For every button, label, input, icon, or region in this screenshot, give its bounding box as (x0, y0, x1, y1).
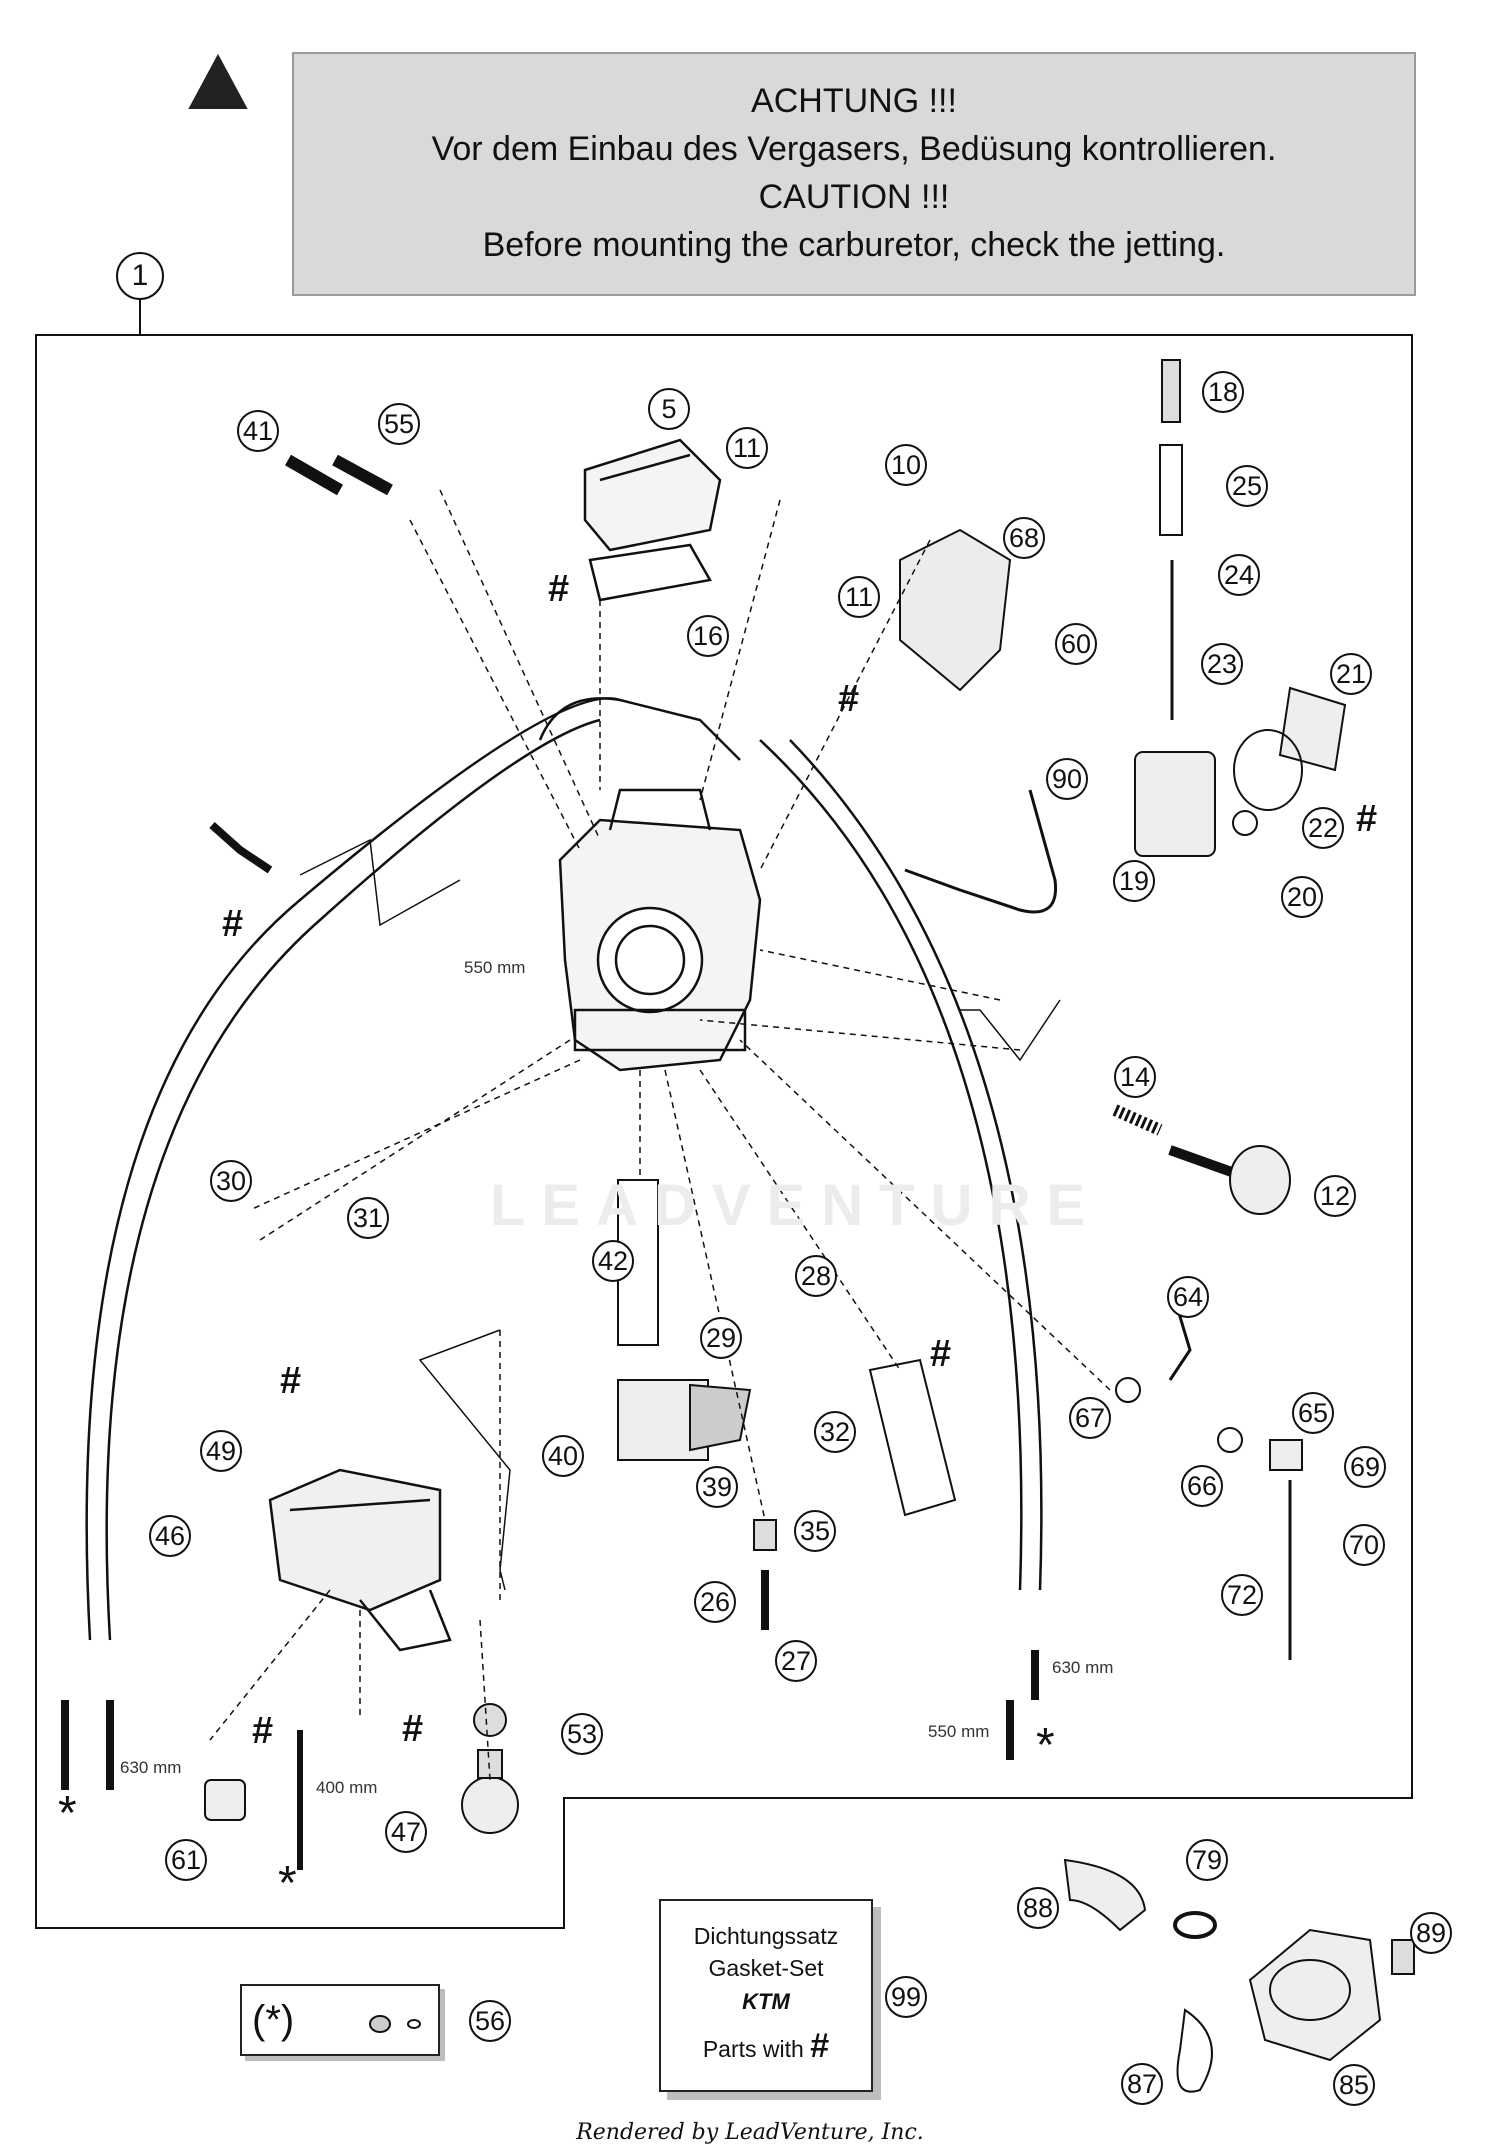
gasket-marker: # (930, 1333, 952, 1375)
callout-69[interactable]: 69 (1344, 1446, 1386, 1488)
callout-25[interactable]: 25 (1226, 465, 1268, 507)
callout-11[interactable]: 11 (726, 427, 768, 469)
callout-68[interactable]: 68 (1003, 517, 1045, 559)
hose-kit-marker: * (58, 1787, 77, 1840)
callout-66[interactable]: 66 (1181, 1465, 1223, 1507)
callout-79[interactable]: 79 (1186, 1839, 1228, 1881)
callout-23[interactable]: 23 (1201, 643, 1243, 685)
callout-26[interactable]: 26 (694, 1581, 736, 1623)
top-cover (583, 438, 722, 602)
callout-20[interactable]: 20 (1281, 876, 1323, 918)
callout-41[interactable]: 41 (237, 410, 279, 452)
callout-18[interactable]: 18 (1202, 371, 1244, 413)
brand-logo: KTM (742, 1989, 790, 2014)
pump-cover (461, 1776, 519, 1834)
warning-de-title: ACHTUNG !!! (751, 82, 957, 120)
callout-65[interactable]: 65 (1292, 1392, 1334, 1434)
callout-64[interactable]: 64 (1167, 1276, 1209, 1318)
warning-box: ACHTUNG !!! Vor dem Einbau des Vergasers… (292, 52, 1416, 296)
gasket-marker: # (402, 1708, 424, 1750)
callout-14[interactable]: 14 (1114, 1056, 1156, 1098)
hose-kit-box: (*) (240, 1984, 440, 2056)
gasket-marker: # (548, 568, 570, 610)
hose-length-label: 550 mm (464, 958, 526, 977)
callout-90[interactable]: 90 (1046, 758, 1088, 800)
pump-housing (1134, 751, 1216, 857)
callout-85[interactable]: 85 (1333, 2064, 1375, 2106)
hose-length-label: 630 mm (120, 1758, 182, 1777)
callout-47[interactable]: 47 (385, 1811, 427, 1853)
callout-29[interactable]: 29 (700, 1317, 742, 1359)
callout-60[interactable]: 60 (1055, 623, 1097, 665)
carburetor-body (538, 697, 762, 1072)
callout-72[interactable]: 72 (1221, 1574, 1263, 1616)
gasket-set-de: Dichtungssatz (693, 1923, 839, 1949)
callout-22[interactable]: 22 (1302, 807, 1344, 849)
gasket-set-parts: Parts with # (661, 2027, 871, 2066)
gasket-marker: # (280, 1360, 302, 1402)
gasket-set-en: Gasket-Set (708, 1955, 824, 1981)
gasket-marker: # (810, 2027, 830, 2065)
assembly-frame (35, 295, 1413, 1929)
callout-32[interactable]: 32 (814, 1411, 856, 1453)
callout-53[interactable]: 53 (561, 1713, 603, 1755)
gasket-set-box: Dichtungssatz Gasket-Set KTM Parts with … (659, 1899, 873, 2092)
callout-87[interactable]: 87 (1121, 2063, 1163, 2105)
callout-70[interactable]: 70 (1343, 1524, 1385, 1566)
gasket-marker: # (252, 1710, 274, 1752)
callout-1[interactable]: 1 (116, 252, 164, 300)
watermark: LEADVENTURE (490, 1173, 1102, 1238)
hose-kit-marker: * (1036, 1719, 1055, 1772)
callout-19[interactable]: 19 (1113, 860, 1155, 902)
callout-49[interactable]: 49 (200, 1430, 242, 1472)
callout-16[interactable]: 16 (687, 615, 729, 657)
callout-30[interactable]: 30 (210, 1160, 252, 1202)
hose-length-label: 400 mm (316, 1778, 378, 1797)
gasket-marker: # (838, 678, 860, 720)
callout-56[interactable]: 56 (469, 2000, 511, 2042)
callout-21[interactable]: 21 (1330, 653, 1372, 695)
warning-triangle-icon (188, 53, 248, 109)
hose-kit-label: (*) (252, 1998, 295, 2042)
gasket-marker: # (222, 903, 244, 945)
float-bowl (268, 1468, 452, 1652)
callout-89[interactable]: 89 (1410, 1912, 1452, 1954)
callout-88[interactable]: 88 (1017, 1887, 1059, 1929)
callout-35[interactable]: 35 (794, 1510, 836, 1552)
callout-99[interactable]: 99 (885, 1976, 927, 2018)
gasket-marker: # (1356, 798, 1378, 840)
callout-28[interactable]: 28 (795, 1255, 837, 1297)
callout-31[interactable]: 31 (347, 1197, 389, 1239)
callout-61[interactable]: 61 (165, 1839, 207, 1881)
sensor-cover (899, 528, 1012, 692)
callout-24[interactable]: 24 (1218, 554, 1260, 596)
callout-12[interactable]: 12 (1314, 1175, 1356, 1217)
kit-parts-icon (369, 2015, 421, 2033)
callout-11-lower[interactable]: 11 (838, 576, 880, 618)
render-credit: Rendered by LeadVenture, Inc. (576, 2120, 924, 2145)
callout-67[interactable]: 67 (1069, 1397, 1111, 1439)
warning-en-text: Before mounting the carburetor, check th… (482, 226, 1226, 264)
callout-55[interactable]: 55 (378, 403, 420, 445)
warning-de-text: Vor dem Einbau des Vergasers, Bedüsung k… (431, 130, 1277, 168)
callout-40[interactable]: 40 (542, 1435, 584, 1477)
callout-39[interactable]: 39 (696, 1466, 738, 1508)
gasket-set-parts-text: Parts with (702, 2036, 804, 2062)
hose-length-label: 630 mm (1052, 1658, 1114, 1677)
callout-10[interactable]: 10 (885, 444, 927, 486)
hose-length-label: 550 mm (928, 1722, 990, 1741)
hose-kit-marker: * (278, 1857, 297, 1910)
callout-42[interactable]: 42 (592, 1240, 634, 1282)
warning-en-title: CAUTION !!! (758, 178, 950, 216)
callout-5[interactable]: 5 (648, 388, 690, 430)
callout-27[interactable]: 27 (775, 1640, 817, 1682)
callout-46[interactable]: 46 (149, 1515, 191, 1557)
